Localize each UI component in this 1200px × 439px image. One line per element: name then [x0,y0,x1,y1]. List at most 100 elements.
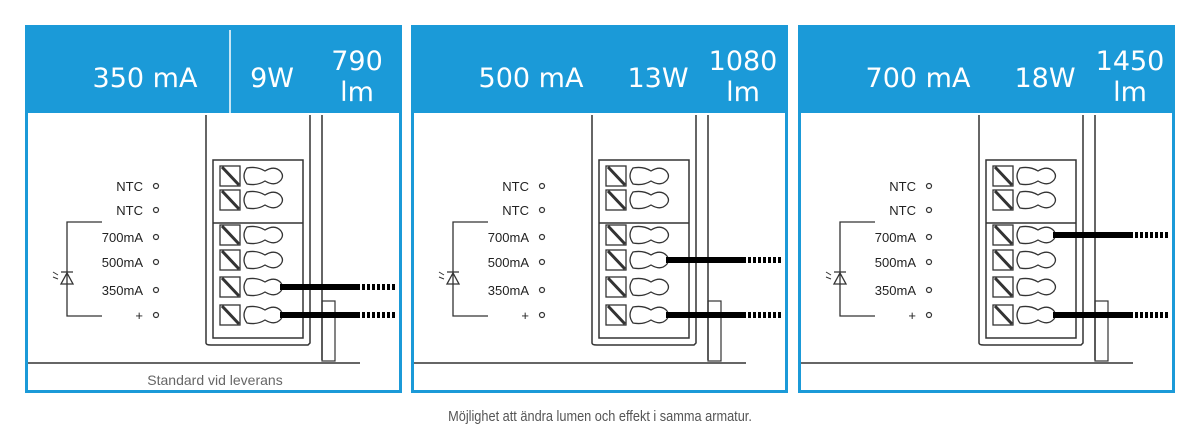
terminal-point [538,258,546,266]
terminal-point [925,182,933,190]
terminal-release-slash [993,189,1014,211]
terminal-release-slash [220,224,241,246]
terminal-label: 500mA [488,255,530,270]
led-bracket [452,221,488,317]
lumen-value: 1080 [709,46,778,77]
power-label: 13W [627,63,688,94]
terminal-label: NTC [502,203,529,218]
terminal-slot [243,305,284,325]
terminal-label: 350mA [102,283,144,298]
lumen-value: 1450 [1096,46,1165,77]
terminal-slot [243,225,284,245]
terminal-point [152,206,160,214]
current-label: 700 mA [866,63,971,94]
terminal-point [538,233,546,241]
lumen-value: 790 [331,46,383,77]
terminal-label: 700mA [488,230,530,245]
terminal-label: NTC [502,179,529,194]
bracket-rect [321,300,336,362]
footer-label: Standard vid leverans [147,372,282,388]
terminal-label: 350mA [488,283,530,298]
terminal-slot [1016,166,1057,186]
current-label: 350 mA [93,63,198,94]
terminal-point [538,311,546,319]
terminal-slot [1016,305,1057,325]
terminal-point [152,233,160,241]
terminal-release-slash [606,304,627,326]
led-light-icon [825,271,832,280]
panel-header [414,28,785,113]
terminal-release-slash [606,224,627,246]
panel-header [801,28,1172,113]
terminal-label: NTC [889,179,916,194]
terminal-slot [629,225,670,245]
terminal-slot [1016,190,1057,210]
terminal-slot [243,190,284,210]
terminal-label: + [135,308,143,323]
caption: Möjlighet att ändra lumen och effekt i s… [448,408,752,425]
led-diode-icon [832,271,848,285]
terminal-slot [1016,225,1057,245]
terminal-slot [629,277,670,297]
terminal-slot [243,250,284,270]
terminal-label: NTC [889,203,916,218]
terminal-point [925,286,933,294]
led-bracket [839,221,875,317]
terminal-point [925,233,933,241]
terminal-slot [243,166,284,186]
terminal-block [598,159,690,339]
terminal-point [152,311,160,319]
terminal-point [925,311,933,319]
terminal-label: 700mA [102,230,144,245]
current-label: 500 mA [479,63,584,94]
terminal-slot [1016,277,1057,297]
led-bracket [66,221,102,317]
terminal-slot [243,277,284,297]
terminal-slot [1016,250,1057,270]
terminal-slot [629,250,670,270]
terminal-point [152,182,160,190]
terminal-point [152,286,160,294]
terminal-label: 350mA [875,283,917,298]
terminal-point [538,182,546,190]
terminal-release-slash [220,276,241,298]
lumen-unit: lm [340,77,374,108]
housing-outline [978,115,1084,346]
terminal-release-slash [993,249,1014,271]
terminal-label: 500mA [875,255,917,270]
bracket-rect [1094,300,1109,362]
terminal-label: NTC [116,203,143,218]
power-label: 18W [1014,63,1075,94]
led-light-icon [52,271,59,280]
terminal-point [925,258,933,266]
terminal-release-slash [993,276,1014,298]
led-light-icon [438,271,445,280]
led-diode-icon [59,271,75,285]
terminal-label: 700mA [875,230,917,245]
panel-header [28,28,399,113]
terminal-point [152,258,160,266]
bracket-rect [707,300,722,362]
terminal-release-slash [220,189,241,211]
terminal-label: NTC [116,179,143,194]
led-diode-icon [445,271,461,285]
housing-outline [205,115,311,346]
terminal-point [538,206,546,214]
terminal-release-slash [606,189,627,211]
terminal-release-slash [993,165,1014,187]
terminal-release-slash [606,276,627,298]
terminal-release-slash [606,165,627,187]
terminal-point [538,286,546,294]
terminal-label: + [908,308,916,323]
terminal-block [985,159,1077,339]
terminal-release-slash [606,249,627,271]
terminal-label: 500mA [102,255,144,270]
terminal-release-slash [993,304,1014,326]
lumen-unit: lm [1113,77,1147,108]
terminal-slot [629,166,670,186]
